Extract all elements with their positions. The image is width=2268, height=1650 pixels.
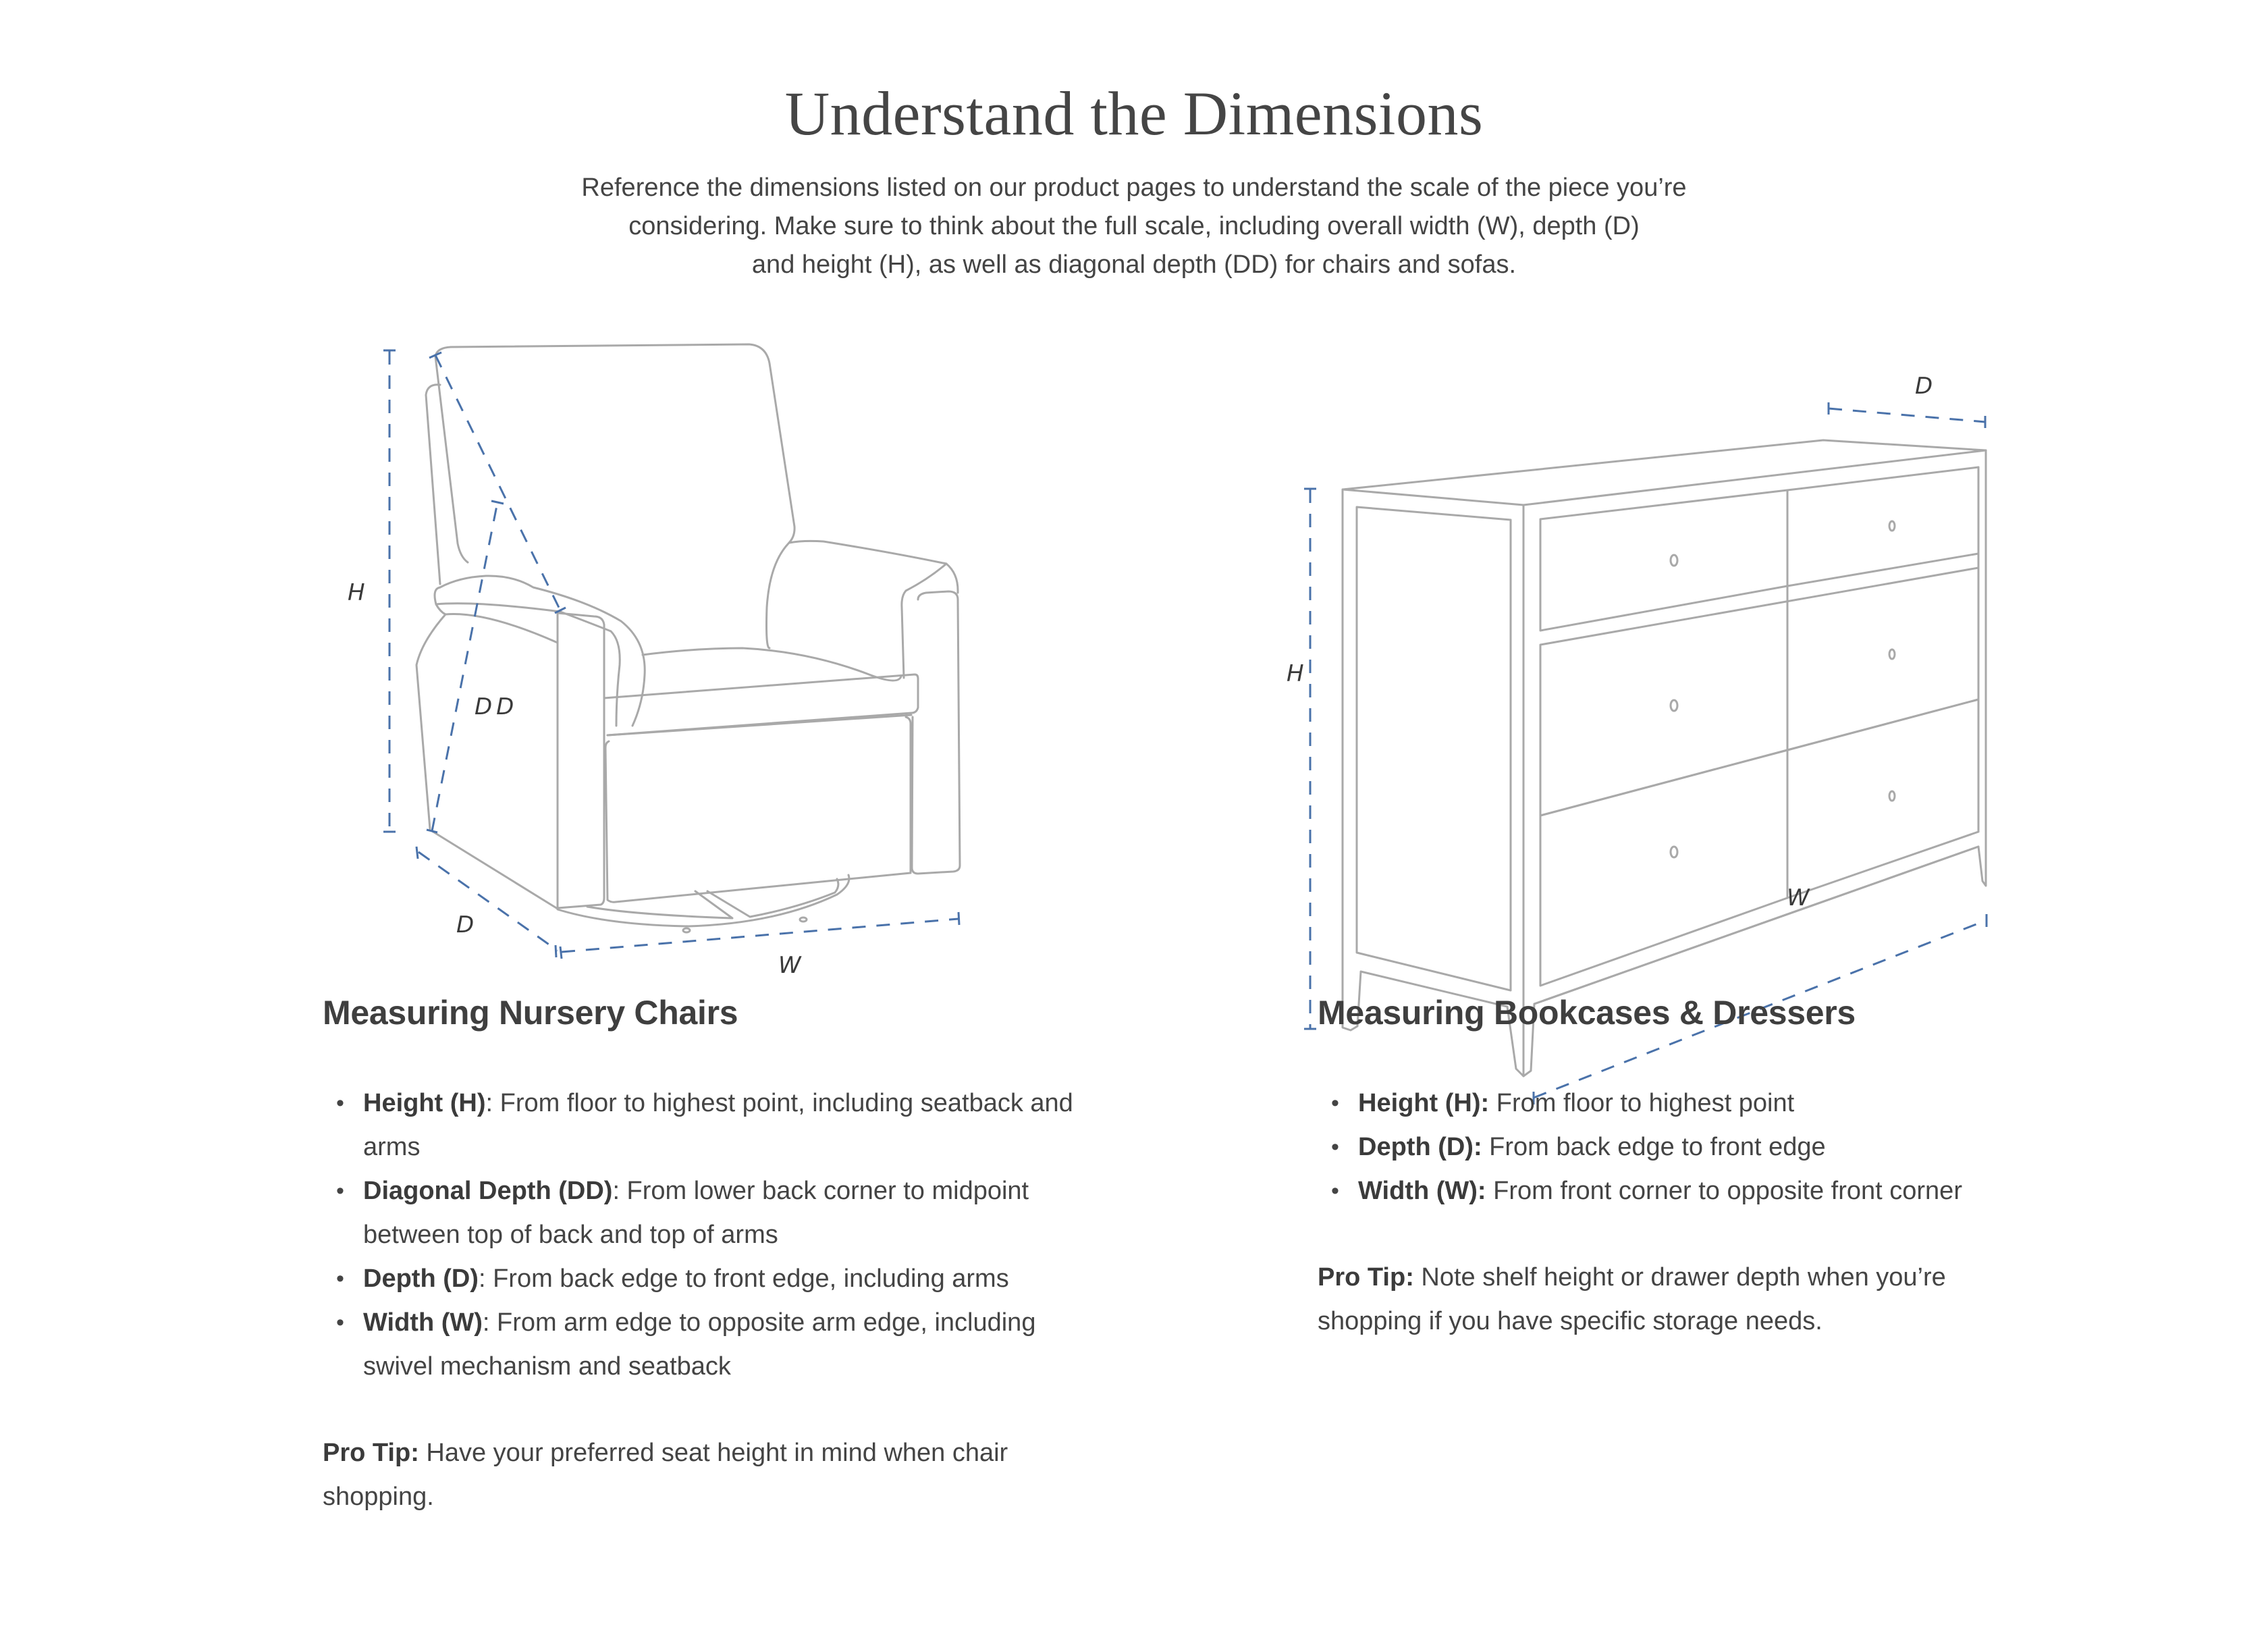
dresser-label-width: W <box>1787 884 1810 911</box>
dresser-illustration <box>1341 439 1987 1077</box>
chair-swivel-inner-2 <box>706 878 840 918</box>
term: Height (H) <box>363 1089 486 1117</box>
pro-tip-text: Have your preferred seat height in mind … <box>323 1439 1008 1511</box>
dresser-side <box>1341 449 1987 1077</box>
intro-line: considering. Make sure to think about th… <box>628 212 1640 240</box>
dresser-top <box>1341 439 1987 506</box>
chair-left-arm-roll <box>439 575 646 727</box>
list-item: Height (H): From floor to highest point <box>1318 1082 1962 1125</box>
dresser-label-depth: D <box>1915 373 1933 400</box>
section-heading: Measuring Nursery Chairs <box>323 994 738 1032</box>
dresser-depth-line <box>1828 407 1986 423</box>
chair-depth-line <box>418 851 558 952</box>
chair-left-arm-outer <box>415 613 447 830</box>
description: From floor to highest point <box>1489 1089 1795 1117</box>
chair-right-arm-front <box>911 590 961 875</box>
chair-swivel-foot <box>682 927 691 934</box>
term: Depth (D) <box>363 1265 479 1293</box>
chair-seat-top <box>641 647 902 682</box>
list-item: Diagonal Depth (DD): From lower back cor… <box>323 1169 1099 1257</box>
intro-line: and height (H), as well as diagonal dept… <box>751 250 1517 279</box>
term: Depth (D): <box>1358 1133 1482 1161</box>
chair-right-arm-roll <box>900 562 948 679</box>
dresser-drawer <box>1539 566 1980 817</box>
chair-swivel-inner <box>586 890 734 920</box>
list-item: Height (H): From floor to highest point,… <box>323 1082 1099 1169</box>
chair-dimension-lines <box>383 349 961 959</box>
description: : From arm edge to opposite arm edge, in… <box>363 1308 1036 1381</box>
dresser-label-height: H <box>1287 660 1304 687</box>
list-item: Depth (D): From back edge to front edge,… <box>323 1257 1099 1301</box>
pro-tip: Pro Tip: Have your preferred seat height… <box>323 1431 1031 1519</box>
chair-width-line <box>561 917 959 953</box>
dresser-drawer <box>1786 466 1980 587</box>
intro-line: Reference the dimensions listed on our p… <box>581 174 1687 202</box>
term: Width (W): <box>1358 1177 1486 1205</box>
chair-backrest <box>434 343 796 649</box>
chair-left-arm-roll-inner <box>433 586 621 727</box>
term: Width (W) <box>363 1308 483 1337</box>
chair-bottom-left-edge <box>431 830 559 910</box>
chair-seat-lower-edge <box>606 714 913 737</box>
nursery-chair-illustration <box>415 343 961 934</box>
chair-swivel-foot <box>799 916 808 923</box>
section-heading: Measuring Bookcases & Dressers <box>1318 994 1856 1032</box>
dresser-knob <box>1888 648 1896 660</box>
chair-label-depth: D <box>456 911 475 938</box>
term: Height (H): <box>1358 1089 1490 1117</box>
pro-tip: Pro Tip: Note shelf height or drawer dep… <box>1318 1256 1993 1343</box>
bookcases-dressers-section: Measuring Bookcases & Dressers Height (H… <box>1318 992 2080 1335</box>
description: : From floor to highest point, including… <box>363 1089 1073 1161</box>
list-item: Depth (D): From back edge to front edge <box>1318 1125 1962 1169</box>
chair-backrest-left-edge <box>434 355 469 564</box>
chair-left-arm-top <box>435 603 559 644</box>
pro-tip-label: Pro Tip: <box>323 1439 419 1467</box>
dresser-knob <box>1669 845 1679 859</box>
description: : From lower back corner to midpoint bet… <box>363 1177 1029 1249</box>
measurement-list: Height (H): From floor to highest point,… <box>323 1082 1099 1389</box>
dresser-drawer <box>1539 698 1980 987</box>
dresser-width-line <box>1533 919 1987 1099</box>
dresser-knob <box>1669 699 1679 712</box>
description: From back edge to front edge <box>1482 1133 1826 1161</box>
intro-paragraph: Reference the dimensions listed on our p… <box>526 169 1742 284</box>
chair-label-height: H <box>348 579 365 606</box>
chair-right-arm-top <box>788 539 959 594</box>
chair-swivel-base <box>556 874 850 928</box>
term: Diagonal Depth (DD) <box>363 1177 613 1205</box>
pro-tip-text: Note shelf height or drawer depth when y… <box>1318 1263 1946 1335</box>
chair-diagonal-line <box>434 354 562 611</box>
chair-label-width: W <box>778 952 801 979</box>
dresser-drawer <box>1539 489 1789 632</box>
description: From front corner to opposite front corn… <box>1486 1177 1962 1205</box>
dresser-knob <box>1888 790 1896 802</box>
measurement-list: Height (H): From floor to highest point … <box>1318 1082 1962 1213</box>
list-item: Width (W): From arm edge to opposite arm… <box>323 1301 1099 1389</box>
chair-lower-front <box>604 716 912 903</box>
pro-tip-label: Pro Tip: <box>1318 1263 1414 1292</box>
chair-diagonal-depth-line <box>431 502 499 832</box>
description: : From back edge to front edge, includin… <box>478 1265 1009 1293</box>
dresser-knob <box>1669 554 1679 567</box>
chair-back-rail <box>425 383 441 585</box>
chair-left-arm-front <box>556 612 605 909</box>
nursery-chairs-section: Measuring Nursery Chairs Height (H): Fro… <box>323 992 1099 1511</box>
chair-label-diagonal-depth: DD <box>475 693 518 720</box>
dresser-side-panel <box>1355 506 1512 992</box>
dresser-front-frame-bottom <box>1533 845 1980 1005</box>
list-item: Width (W): From front corner to opposite… <box>1318 1169 1962 1213</box>
page-title: Understand the Dimensions <box>784 79 1484 148</box>
chair-seat-front <box>603 673 919 737</box>
dresser-dimension-lines <box>1304 402 1988 1105</box>
dresser-knob <box>1888 520 1896 532</box>
